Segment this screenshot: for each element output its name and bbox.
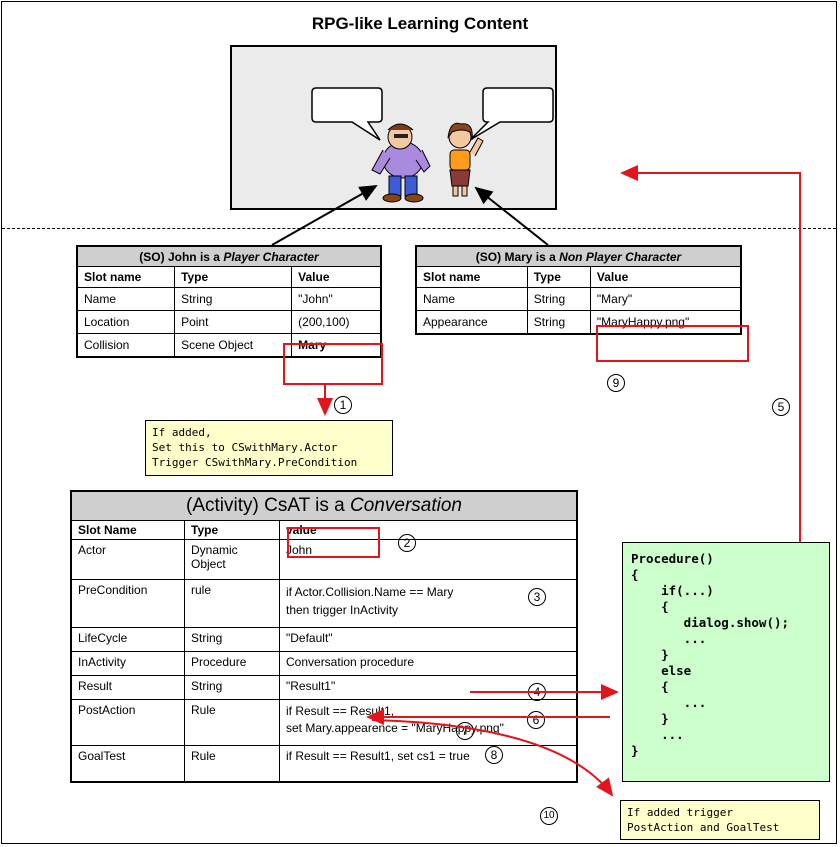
marker-3: 3 xyxy=(528,588,546,606)
slot-name: GoalTest xyxy=(70,745,185,782)
collision-highlight xyxy=(283,343,383,385)
slot-value: "MaryHappy.png" xyxy=(589,310,742,335)
slot-type: String xyxy=(526,310,591,335)
marker-9: 9 xyxy=(607,374,625,392)
marker-10: 10 xyxy=(540,807,558,825)
table-row: InActivity Procedure Conversation proced… xyxy=(70,651,578,676)
slot-value: "Mary" xyxy=(589,287,742,311)
slot-value: Conversation procedure xyxy=(279,651,578,676)
speech-bubble-icon xyxy=(469,87,554,141)
npc-character-icon xyxy=(447,122,484,197)
slot-type: Point xyxy=(174,310,293,334)
table-row: Name String "Mary" xyxy=(415,287,742,311)
actor-highlight xyxy=(287,527,380,558)
player-character-icon xyxy=(371,123,431,203)
table-row: Collision Scene Object Mary xyxy=(76,333,382,358)
slot-name: Collision xyxy=(76,333,176,358)
note-line: PostAction and GoalTest xyxy=(627,821,780,834)
speech-bubble-icon xyxy=(311,87,383,141)
column-header: Type xyxy=(184,520,280,540)
table-row: Appearance String "MaryHappy.png" xyxy=(415,310,742,335)
slot-type: Rule xyxy=(184,699,280,746)
marker-6: 6 xyxy=(527,711,545,729)
mary-slot-table: (SO) Mary is a Non Player Character Slot… xyxy=(415,245,742,335)
table-row: Location Point (200,100) xyxy=(76,310,382,334)
result-note-arrow xyxy=(371,719,614,797)
john-slot-table: (SO) John is a Player Character Slot nam… xyxy=(76,245,382,358)
appearance-highlight xyxy=(596,325,749,362)
marker-8: 8 xyxy=(485,746,503,764)
marker-1: 1 xyxy=(334,396,352,414)
section-divider xyxy=(2,228,836,229)
slot-type: Scene Object xyxy=(174,333,293,358)
note-line: Trigger CSwithMary.PreCondition xyxy=(152,456,358,469)
slot-name: Appearance xyxy=(415,310,528,335)
table-row: LifeCycle String "Default" xyxy=(70,627,578,652)
note-line: If added, xyxy=(152,426,212,439)
table-row: GoalTest Rule if Result == Result1, set … xyxy=(70,745,578,782)
table-caption: (Activity) CsAT is a Conversation xyxy=(70,490,578,521)
slot-name: PreCondition xyxy=(70,579,185,628)
note-line: If added trigger xyxy=(627,806,733,819)
slot-type: Rule xyxy=(184,745,280,782)
marker-5: 5 xyxy=(772,398,790,416)
column-header: Type xyxy=(174,266,293,288)
diagram-title: RPG-like Learning Content xyxy=(311,14,529,33)
slot-value: Mary xyxy=(291,333,382,358)
column-header: Slot Name xyxy=(70,520,185,540)
slot-name: LifeCycle xyxy=(70,627,185,652)
procedure-code-box: Procedure() { if(...) { dialog.show(); .… xyxy=(622,542,830,782)
slot-type: String xyxy=(526,287,591,311)
slot-name: Result xyxy=(70,675,185,700)
collision-note: If added, Set this to CSwithMary.Actor T… xyxy=(145,420,393,476)
mary-link-arrow xyxy=(474,186,549,246)
activity-slot-table: (Activity) CsAT is a Conversation Slot N… xyxy=(70,490,578,783)
slot-name: InActivity xyxy=(70,651,185,676)
slot-value: (200,100) xyxy=(291,310,382,334)
slot-name: Actor xyxy=(70,539,185,580)
slot-value: if Result == Result1, set cs1 = true xyxy=(279,745,578,782)
slot-name: Name xyxy=(415,287,528,311)
result-note: If added trigger PostAction and GoalTest xyxy=(620,800,820,840)
john-link-arrow xyxy=(271,185,378,246)
procedure-to-scene-arrow xyxy=(620,165,801,542)
note-line: Set this to CSwithMary.Actor xyxy=(152,441,338,454)
marker-2: 2 xyxy=(398,534,416,552)
slot-name: Location xyxy=(76,310,176,334)
column-header: Slot name xyxy=(76,266,176,288)
table-row: PostAction Rule if Result == Result1,set… xyxy=(70,699,578,746)
table-caption: (SO) John is a Player Character xyxy=(76,245,382,267)
marker-7: 7 xyxy=(456,722,474,740)
